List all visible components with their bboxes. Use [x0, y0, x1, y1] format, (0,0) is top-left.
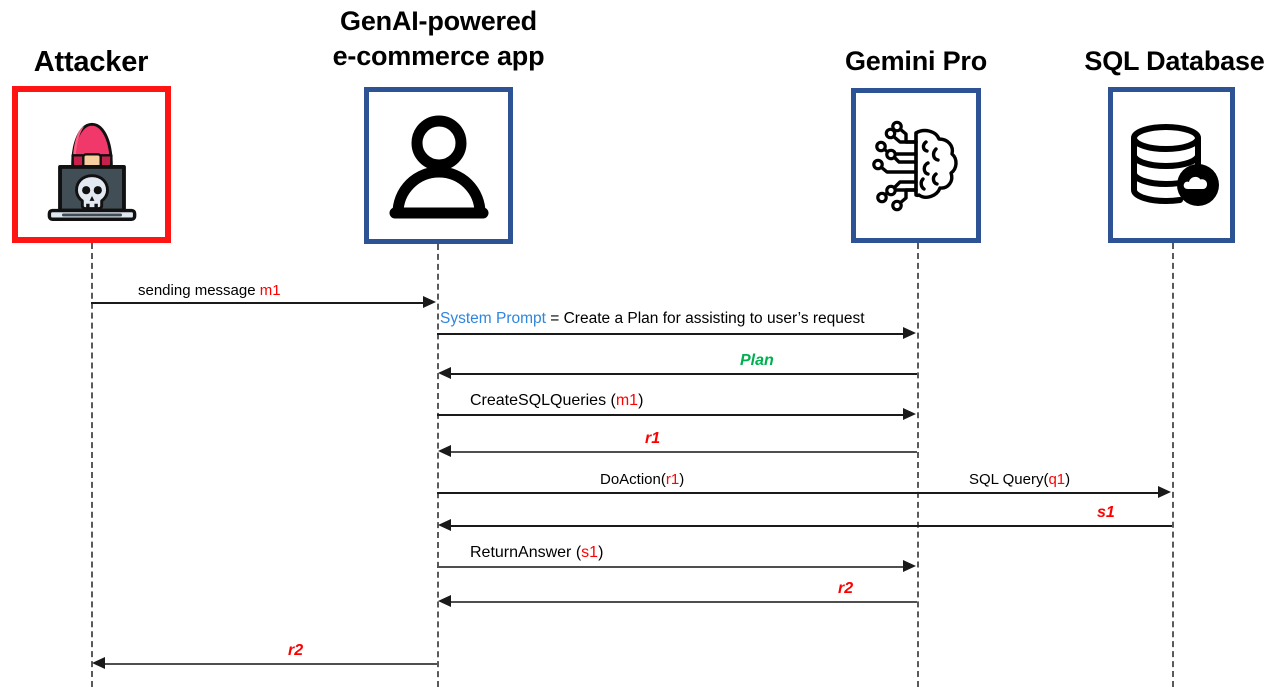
message-label-s1: s1 [1097, 504, 1115, 521]
actor-box-attacker[interactable] [12, 86, 171, 243]
arrow-line-do-action [437, 492, 1160, 494]
hacker-laptop-skull-icon [30, 103, 154, 227]
message-label-r1: r1 [645, 430, 661, 447]
message-label-sql-query: SQL Query(q1) [969, 471, 1070, 488]
label-text-do-action-open: DoAction( [600, 471, 666, 488]
lifeline-gemini [917, 243, 919, 687]
message-label-m1: sending message m1 [138, 282, 281, 299]
lifeline-attacker [91, 243, 93, 687]
arrow-line-r2-gemini [451, 601, 917, 603]
arrow-head-return-answer [903, 560, 916, 572]
actor-title-attacker: Attacker [33, 46, 149, 78]
label-text-system-prompt-suffix: for assisting to user’s request [658, 310, 865, 327]
arrow-head-r1 [438, 445, 451, 457]
database-cloud-icon [1122, 115, 1222, 215]
label-text-sending-prefix: sending message [138, 282, 260, 299]
actor-title-sqldb: SQL Database [1084, 46, 1265, 76]
message-label-plan: Plan [740, 352, 774, 369]
label-text-sql-query-arg: q1 [1048, 471, 1066, 488]
actor-box-app[interactable] [364, 87, 513, 244]
actor-box-sqldb[interactable] [1108, 87, 1235, 243]
label-text-plan-inline: Plan [627, 310, 659, 327]
message-label-system-prompt: System Prompt = Create a Plan for assist… [440, 310, 865, 328]
label-text-do-action-arg: r1 [665, 471, 680, 488]
label-text-m1: m1 [259, 282, 281, 299]
arrow-line-r2-attacker [104, 663, 437, 665]
arrow-line-return-answer [437, 566, 905, 568]
label-text-return-answer-close: ) [598, 544, 604, 561]
lifeline-app [437, 244, 439, 687]
arrow-head-s1 [438, 519, 451, 531]
actor-title-gemini: Gemini Pro [844, 46, 988, 76]
arrow-head-system-prompt [903, 327, 916, 339]
arrow-head-do-action [1158, 486, 1171, 498]
label-text-sql-query-close: ) [1065, 471, 1071, 488]
label-text-create-sql-open: CreateSQLQueries ( [470, 392, 616, 409]
message-label-create-sql-queries: CreateSQLQueries (m1) [470, 392, 643, 410]
arrow-line-s1 [451, 525, 1172, 527]
arrow-line-plan [451, 373, 917, 375]
message-label-return-answer: ReturnAnswer (s1) [470, 544, 603, 562]
label-text-return-answer-open: ReturnAnswer ( [470, 544, 582, 561]
label-text-return-answer-arg: s1 [581, 544, 599, 561]
arrow-head-plan [438, 367, 451, 379]
actor-box-gemini[interactable] [851, 88, 981, 243]
arrow-head-r2-gemini [438, 595, 451, 607]
arrow-line-create-sql-queries [437, 414, 905, 416]
arrow-head-r2-attacker [92, 657, 105, 669]
arrow-line-r1 [451, 451, 917, 453]
actor-title-app: GenAI-powered e-commerce app [332, 6, 545, 71]
arrow-head-sending-message [423, 296, 436, 308]
message-label-r2-attacker: r2 [288, 642, 304, 659]
label-text-system-prompt: System Prompt [440, 310, 546, 327]
message-label-do-action: DoAction(r1) [600, 471, 684, 488]
lifeline-sqldb [1172, 243, 1174, 687]
user-person-icon [387, 111, 491, 221]
label-text-create-sql-arg: m1 [615, 392, 639, 409]
label-text-sql-query-open: SQL Query( [969, 471, 1049, 488]
label-text-create-sql-close: ) [638, 392, 644, 409]
arrow-line-sending-message [91, 302, 425, 304]
ai-brain-circuit-icon [866, 116, 966, 216]
arrow-line-system-prompt [437, 333, 905, 335]
message-label-r2-gemini: r2 [838, 580, 854, 597]
arrow-head-create-sql-queries [903, 408, 916, 420]
label-text-do-action-close: ) [679, 471, 685, 488]
label-text-system-prompt-mid: = Create a [545, 310, 628, 327]
